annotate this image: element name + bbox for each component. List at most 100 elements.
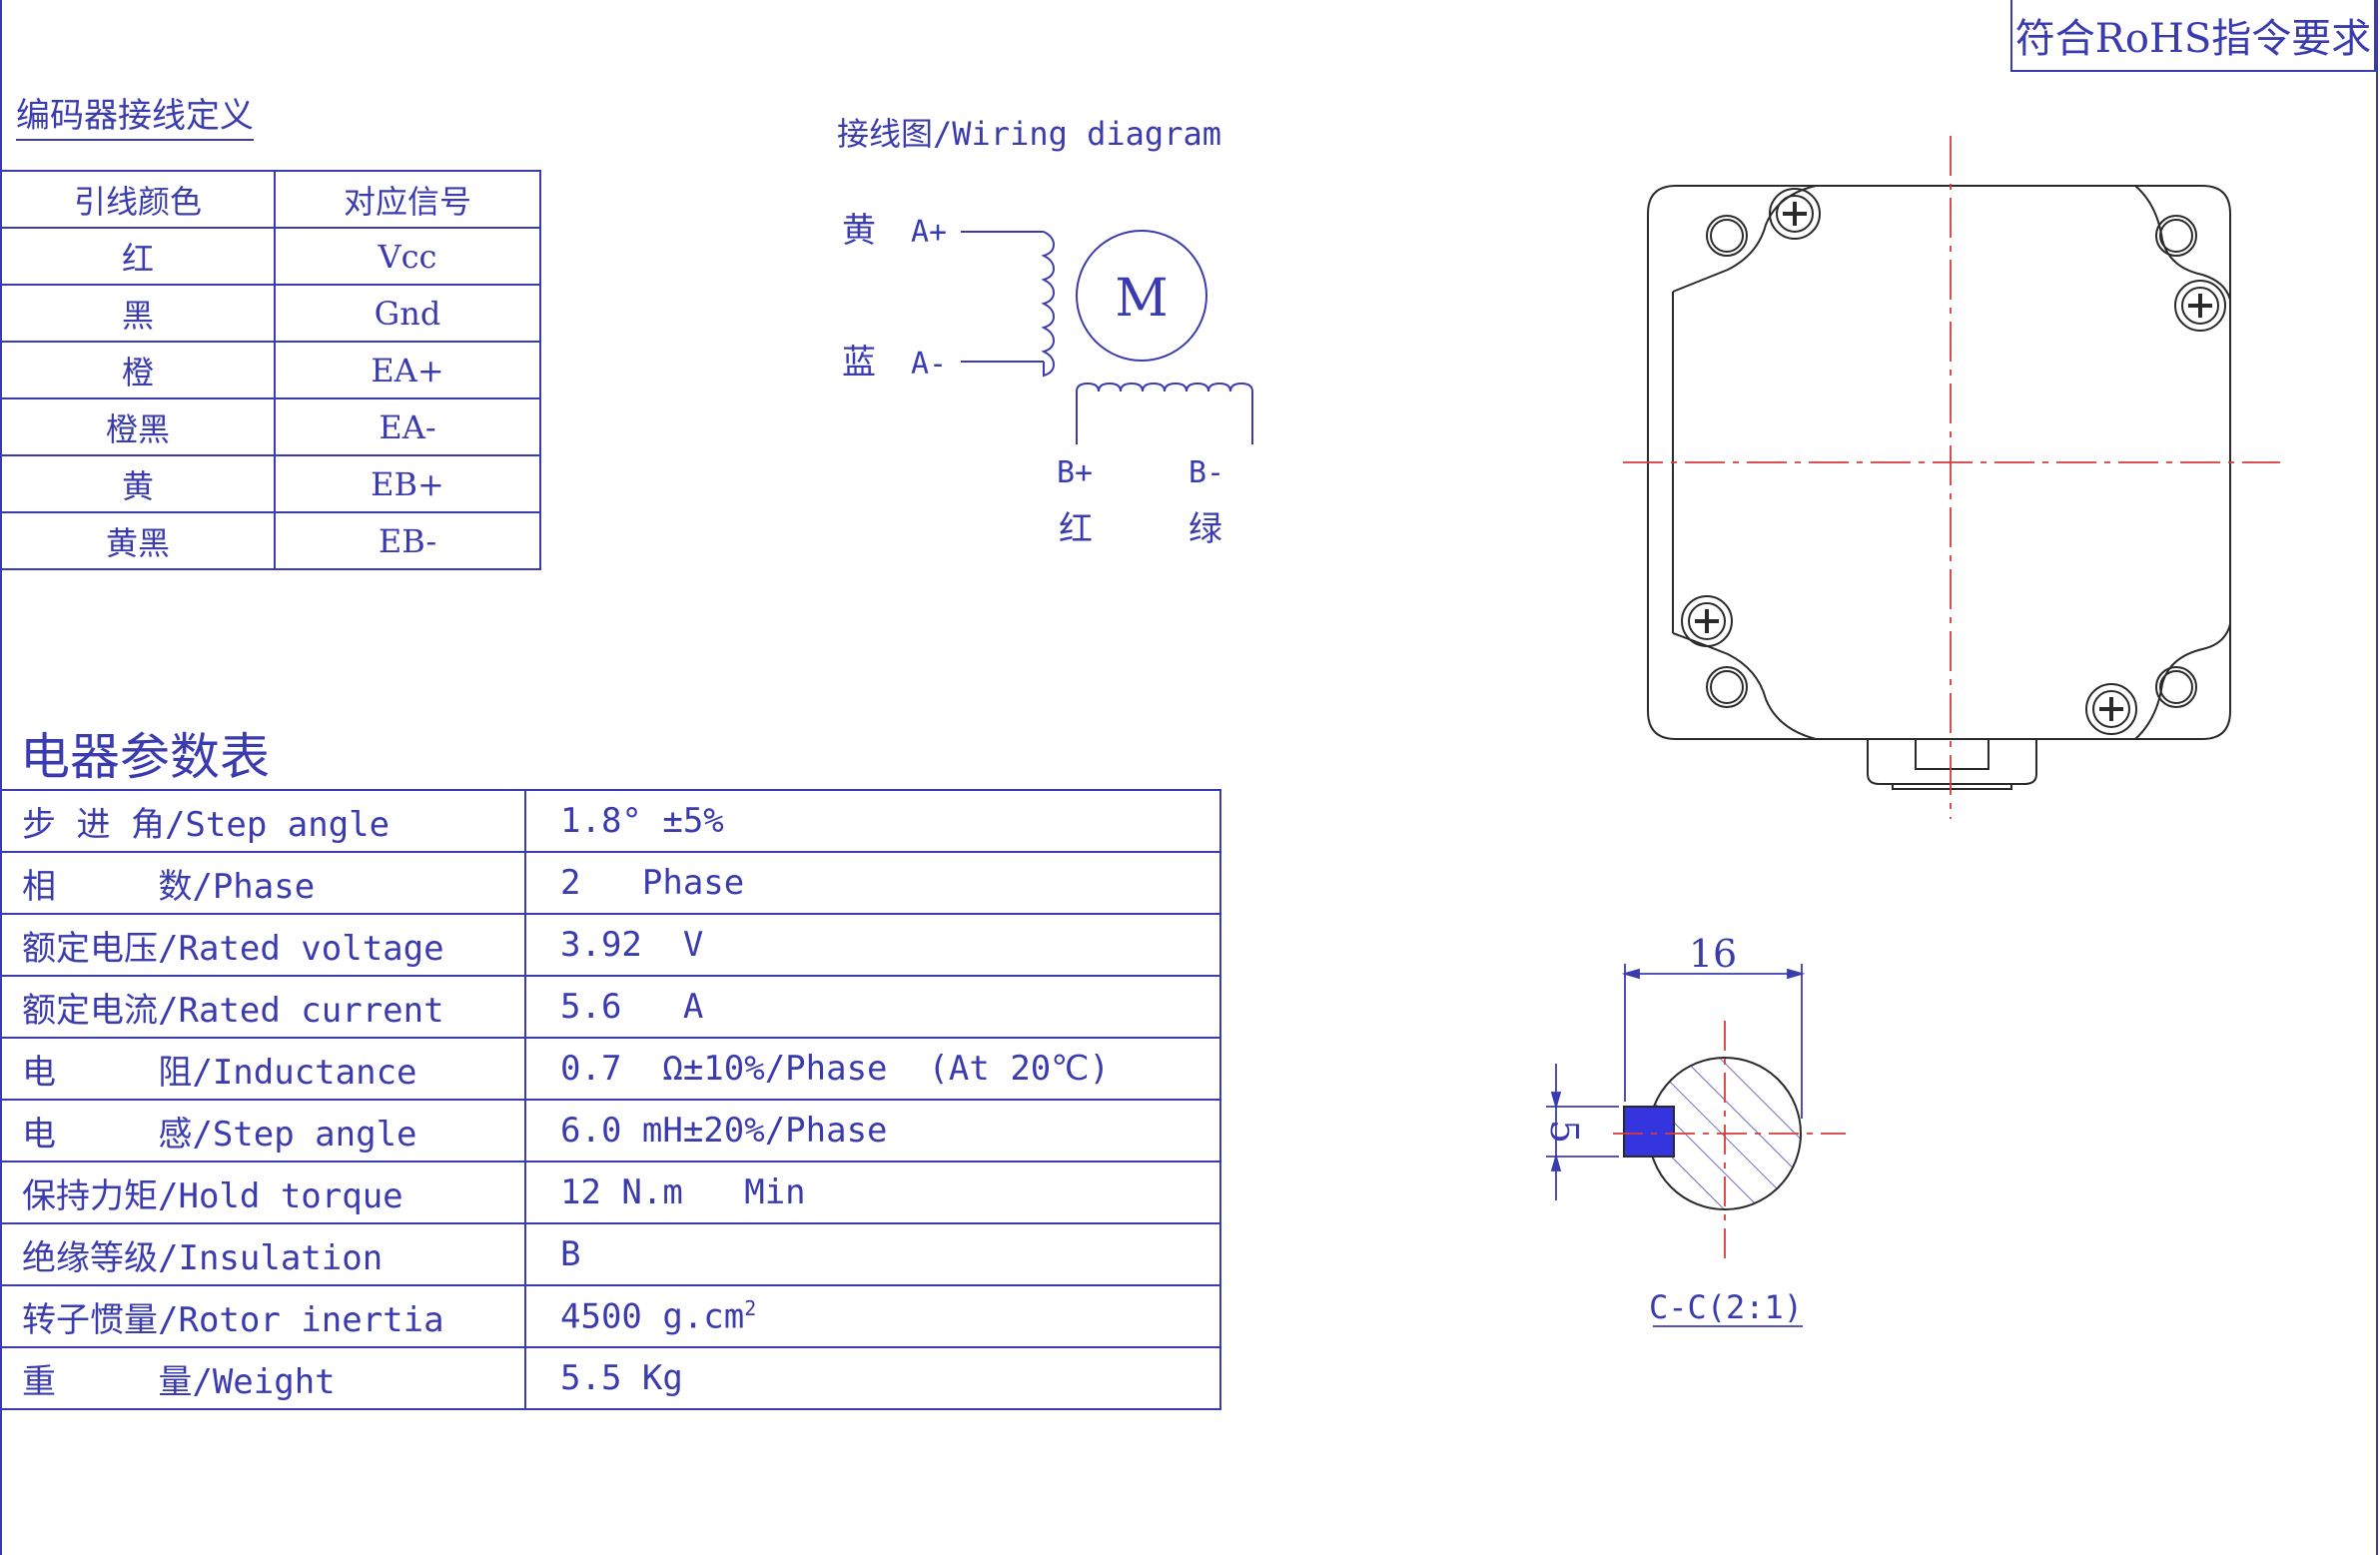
encoder-table: 引线颜色 对应信号 红 Vcc 黑 Gnd 橙 EA+ 橙黑 EA- 黄 EB+… xyxy=(0,170,541,570)
spec-label: 重 量/Weight xyxy=(0,1346,526,1410)
spec-value: 5.6 A xyxy=(524,975,1221,1039)
motor-symbol xyxy=(1076,230,1207,362)
section-label: C-C(2:1) xyxy=(1649,1288,1803,1326)
table-row: 黄黑 EB- xyxy=(0,511,541,570)
encoder-header-row: 引线颜色 对应信号 xyxy=(0,170,541,229)
encoder-color: 橙 xyxy=(0,341,276,399)
a-phase-coil xyxy=(1041,231,1056,378)
table-row: 橙黑 EA- xyxy=(0,397,541,456)
spec-value: B xyxy=(524,1222,1221,1286)
screw-icon xyxy=(1681,595,1733,647)
wiring-title: 接线图/Wiring diagram xyxy=(837,115,1221,153)
dim-width: 16 xyxy=(1689,932,1737,976)
spec-value: 0.7 Ω±10%/Phase (At 20℃) xyxy=(524,1037,1221,1101)
mount-hole xyxy=(1706,666,1748,708)
spec-value: 4500 g.cm2 xyxy=(524,1284,1221,1348)
mount-hole xyxy=(1706,215,1748,257)
mount-hole xyxy=(2155,215,2197,257)
front-centerlines xyxy=(1623,136,2280,819)
encoder-header-color: 引线颜色 xyxy=(0,170,276,229)
mount-hole-inner xyxy=(2159,670,2193,704)
spec-value: 1.8° ±5% xyxy=(524,789,1221,853)
encoder-color: 黑 xyxy=(0,284,276,343)
shaft-section: 16 5 C-C(2:1) xyxy=(1542,932,1846,1327)
spec-label: 额定电压/Rated voltage xyxy=(0,913,526,977)
spec-label: 步 进 角/Step angle xyxy=(0,789,526,853)
motor-label: M xyxy=(1115,269,1168,329)
flange-outline xyxy=(1647,185,2231,740)
table-row: 黑 Gnd xyxy=(0,284,541,343)
spec-value: 2 Phase xyxy=(524,851,1221,915)
spec-title: 电器参数表 xyxy=(20,728,270,786)
spec-label: 保持力矩/Hold torque xyxy=(0,1161,526,1224)
wire-label-a-plus: A+ xyxy=(911,215,947,250)
encoder-signal: EB+ xyxy=(274,454,541,513)
screw-icon xyxy=(2174,280,2226,332)
wire-label-b-plus: B+ xyxy=(1057,455,1093,490)
body-contour xyxy=(1672,185,2231,740)
encoder-signal: Vcc xyxy=(274,227,541,286)
spec-label: 电 感/Step angle xyxy=(0,1099,526,1163)
spec-value: 5.5 Kg xyxy=(524,1346,1221,1410)
encoder-color: 红 xyxy=(0,227,276,286)
spec-value: 12 N.m Min xyxy=(524,1161,1221,1224)
cable-outlet xyxy=(1867,739,2037,790)
wire-color-b-plus: 红 xyxy=(1059,509,1093,549)
superscript: 2 xyxy=(744,1295,757,1320)
encoder-title: 编码器接线定义 xyxy=(16,88,254,141)
spec-label: 相 数/Phase xyxy=(0,851,526,915)
spec-value: 3.92 V xyxy=(524,913,1221,977)
table-row: 红 Vcc xyxy=(0,227,541,286)
frame-left xyxy=(0,0,2,1555)
encoder-color: 黄黑 xyxy=(0,511,276,570)
dim-height: 5 xyxy=(1542,1120,1586,1144)
encoder-signal: Gnd xyxy=(274,284,541,343)
spec-label: 电 阻/Inductance xyxy=(0,1037,526,1101)
frame-right xyxy=(2376,0,2378,1555)
wire-color-b-minus: 绿 xyxy=(1189,509,1222,549)
mount-hole-inner xyxy=(1710,670,1744,704)
a-phase-leads xyxy=(961,231,1044,363)
wire-color-a-plus: 黄 xyxy=(842,211,876,251)
wiring-diagram: 接线图/Wiring diagram 黄 A+ 蓝 A- M B+ B- 红 绿 xyxy=(837,115,1253,549)
spec-label: 转子惯量/Rotor inertia xyxy=(0,1284,526,1348)
dimension-lines xyxy=(1546,964,1806,1327)
rohs-badge: 符合RoHS指令要求 xyxy=(2010,0,2376,72)
screw-icon xyxy=(2085,683,2137,735)
encoder-signal: EB- xyxy=(274,511,541,570)
encoder-header-signal: 对应信号 xyxy=(274,170,541,229)
table-row: 橙 EA+ xyxy=(0,341,541,399)
keyway xyxy=(1623,1106,1675,1158)
spec-label: 额定电流/Rated current xyxy=(0,975,526,1039)
encoder-signal: EA+ xyxy=(274,341,541,399)
spec-value-text: 4500 g.cm xyxy=(560,1296,745,1337)
spec-value: 6.0 mH±20%/Phase xyxy=(524,1099,1221,1163)
encoder-color: 黄 xyxy=(0,454,276,513)
table-row: 黄 EB+ xyxy=(0,454,541,513)
screw-icon xyxy=(1769,188,1821,240)
mount-hole-inner xyxy=(2159,219,2193,253)
encoder-color: 橙黑 xyxy=(0,397,276,456)
wire-label-a-minus: A- xyxy=(911,347,947,382)
motor-front-view xyxy=(1647,185,2231,790)
wire-label-b-minus: B- xyxy=(1189,455,1224,490)
wire-color-a-minus: 蓝 xyxy=(842,343,876,383)
mount-hole xyxy=(2155,666,2197,708)
mount-hole-inner xyxy=(1710,219,1744,253)
encoder-signal: EA- xyxy=(274,397,541,456)
spec-label: 绝缘等级/Insulation xyxy=(0,1222,526,1286)
b-phase-coil xyxy=(1076,382,1253,444)
section-centerlines xyxy=(1613,1021,1846,1258)
